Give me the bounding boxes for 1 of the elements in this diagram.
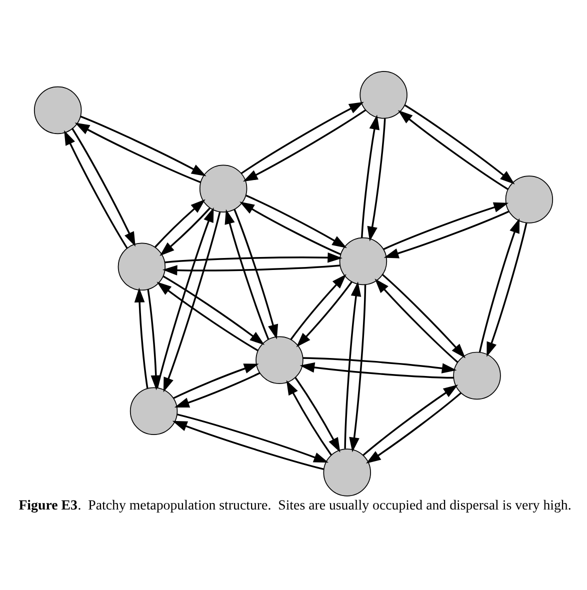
caption: Figure E3. Patchy metapopulation structure. Sites are usually occupied and dispersal is very high. xyxy=(18,498,572,514)
